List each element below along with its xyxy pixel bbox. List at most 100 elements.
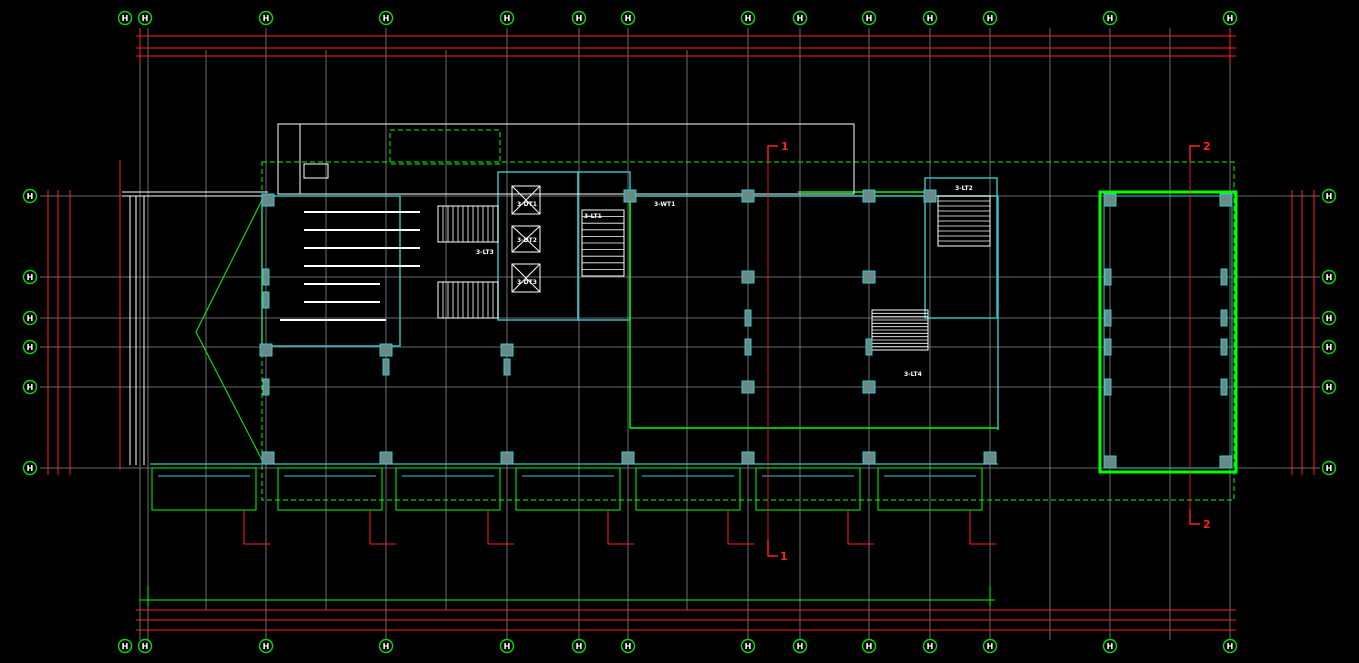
dashed-outline [261, 129, 1235, 501]
axis-bubble-top-6: H [620, 10, 636, 26]
axis-bubble-bottom-3: H [378, 638, 394, 654]
elevator-boxes [511, 185, 541, 293]
structural-columns [259, 189, 1233, 469]
svg-text:H: H [142, 14, 149, 23]
small-room-label: 3-WT1 [654, 201, 675, 208]
axis-bubble-top-2: H [258, 10, 274, 26]
svg-text:H: H [745, 14, 752, 23]
svg-text:H: H [142, 642, 149, 651]
axis-bubble-left-4: H [22, 379, 38, 395]
svg-text:H: H [383, 14, 390, 23]
bottom-dimension-lines [136, 586, 1236, 631]
right-annex-block [1098, 190, 1238, 474]
svg-text:H: H [797, 14, 804, 23]
axis-bubble-bottom-7: H [740, 638, 756, 654]
svg-text:H: H [383, 642, 390, 651]
svg-text:H: H [504, 14, 511, 23]
svg-text:H: H [263, 14, 270, 23]
axis-bubble-left-5: H [22, 460, 38, 476]
axis-bubble-bottom-10: H [922, 638, 938, 654]
stair-4-label: 3-LT4 [904, 371, 922, 378]
vertical-grid-lines [139, 28, 1231, 640]
stair-2-label: 3-LT2 [955, 185, 973, 192]
axis-bubble-bottom-2: H [258, 638, 274, 654]
svg-text:H: H [27, 273, 34, 282]
side-dimension-lines [47, 160, 1315, 475]
horizontal-grid-lines [40, 195, 1320, 469]
svg-text:H: H [1326, 383, 1333, 392]
axis-bubble-top-13: H [1222, 10, 1238, 26]
axis-bubble-bottom-13: H [1222, 638, 1238, 654]
section-2-bottom-label: 2 [1203, 518, 1211, 531]
svg-text:H: H [122, 14, 129, 23]
left-exterior-walls [122, 191, 268, 465]
main-building-walls [261, 171, 999, 430]
axis-bubble-left-1: H [22, 269, 38, 285]
stair-1-label: 3-LT1 [584, 213, 602, 220]
axis-bubble-right-2: H [1321, 310, 1337, 326]
svg-text:H: H [27, 383, 34, 392]
svg-text:H: H [1107, 642, 1114, 651]
svg-text:H: H [987, 642, 994, 651]
axis-bubble-right-3: H [1321, 339, 1337, 355]
top-dimension-lines [136, 30, 1236, 62]
axis-bubble-top-5: H [571, 10, 587, 26]
axis-bubble-top-9: H [861, 10, 877, 26]
axis-bubble-bottom-12: H [1102, 638, 1118, 654]
axis-bubble-left-0: H [22, 188, 38, 204]
axis-bubble-bottom-1: H [137, 638, 153, 654]
svg-text:H: H [1326, 273, 1333, 282]
svg-text:H: H [625, 14, 632, 23]
svg-text:H: H [625, 642, 632, 651]
svg-text:H: H [27, 314, 34, 323]
left-triangle-lines [195, 199, 263, 461]
svg-text:H: H [1227, 14, 1234, 23]
svg-text:H: H [1326, 464, 1333, 473]
svg-text:H: H [576, 14, 583, 23]
svg-text:H: H [576, 642, 583, 651]
axis-bubble-top-12: H [1102, 10, 1118, 26]
axis-bubble-top-8: H [792, 10, 808, 26]
axis-bubble-top-4: H [499, 10, 515, 26]
svg-text:H: H [122, 642, 129, 651]
axis-bubble-bottom-0: H [117, 638, 133, 654]
axis-bubble-left-2: H [22, 310, 38, 326]
svg-text:H: H [1227, 642, 1234, 651]
axis-bubble-bottom-9: H [861, 638, 877, 654]
svg-text:H: H [1326, 343, 1333, 352]
axis-bubble-bottom-11: H [982, 638, 998, 654]
svg-text:H: H [504, 642, 511, 651]
elevator-3-label: 3-DT3 [517, 279, 537, 286]
axis-bubble-right-5: H [1321, 460, 1337, 476]
svg-text:H: H [263, 642, 270, 651]
elevator-2-label: 3-DT2 [517, 237, 537, 244]
section-1-bottom-label: 1 [780, 550, 788, 563]
upper-white-block [277, 123, 855, 195]
svg-text:H: H [866, 642, 873, 651]
axis-bubble-top-11: H [982, 10, 998, 26]
svg-text:H: H [1326, 192, 1333, 201]
axis-bubble-right-4: H [1321, 379, 1337, 395]
svg-text:H: H [797, 642, 804, 651]
axis-bubble-right-0: H [1321, 188, 1337, 204]
section-marker-1 [767, 145, 778, 557]
svg-text:H: H [927, 642, 934, 651]
elevator-1-label: 3-DT1 [517, 201, 537, 208]
axis-bubble-bottom-6: H [620, 638, 636, 654]
stair-3-label: 3-LT3 [476, 249, 494, 256]
section-marker-2 [1189, 145, 1200, 525]
svg-text:H: H [27, 464, 34, 473]
balcony-bays [150, 463, 998, 545]
axis-bubble-top-0: H [117, 10, 133, 26]
axis-bubble-top-7: H [740, 10, 756, 26]
svg-text:H: H [1107, 14, 1114, 23]
axis-bubble-bottom-4: H [499, 638, 515, 654]
axis-bubble-bottom-8: H [792, 638, 808, 654]
svg-text:H: H [745, 642, 752, 651]
axis-bubble-right-1: H [1321, 269, 1337, 285]
svg-text:H: H [987, 14, 994, 23]
section-2-top-label: 2 [1203, 140, 1211, 153]
